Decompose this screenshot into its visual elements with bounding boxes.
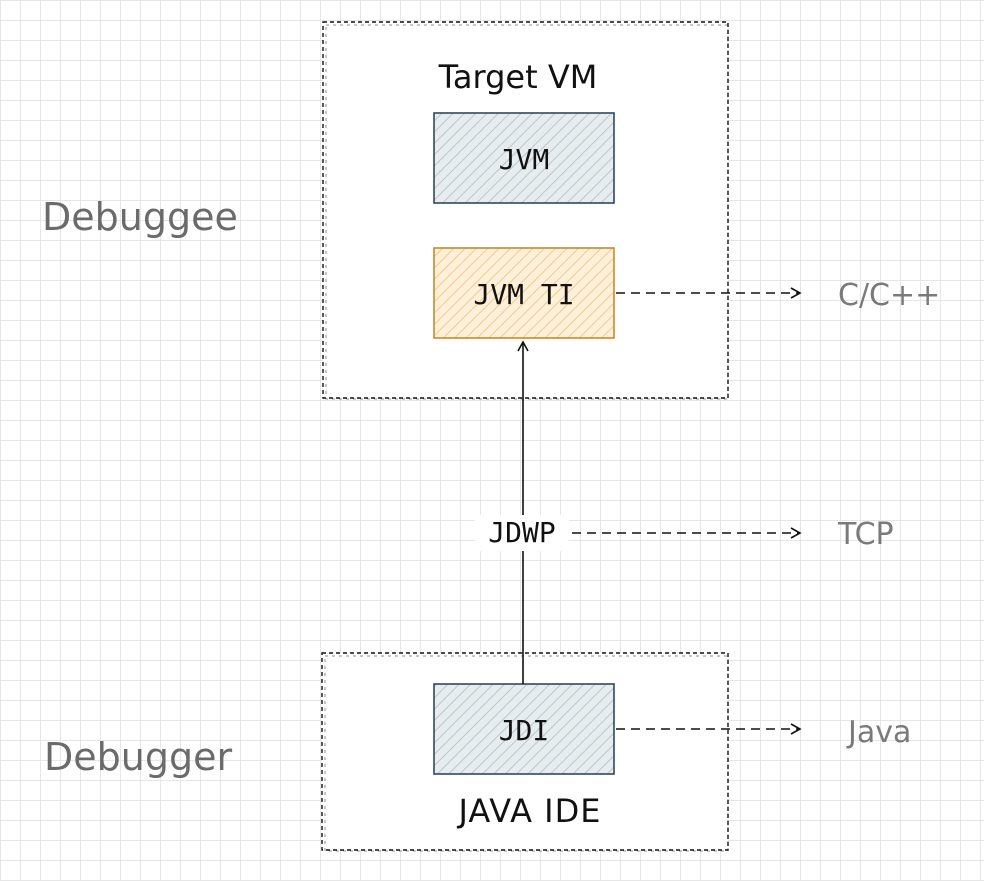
jvm-box: JVM: [433, 112, 615, 204]
jvm-label: JVM: [499, 143, 550, 176]
native-language-label: C/C++: [838, 278, 940, 313]
java-language-label: Java: [846, 715, 911, 750]
jvm-ti-box: JVM TI: [433, 247, 615, 339]
jvm-ti-label: JVM TI: [473, 278, 574, 311]
target-vm-title: Target VM: [438, 58, 598, 96]
transport-label: TCP: [837, 517, 894, 552]
java-ide-title: JAVA IDE: [457, 792, 602, 830]
target-vm-container: Target VM: [322, 21, 729, 400]
jdwp-label-box: JDWP: [475, 515, 569, 551]
jdi-label: JDI: [499, 714, 550, 747]
jdi-box: JDI: [433, 683, 615, 775]
jdwp-label: JDWP: [488, 516, 555, 549]
debugger-label: Debugger: [44, 735, 232, 779]
debuggee-label: Debuggee: [42, 195, 238, 239]
